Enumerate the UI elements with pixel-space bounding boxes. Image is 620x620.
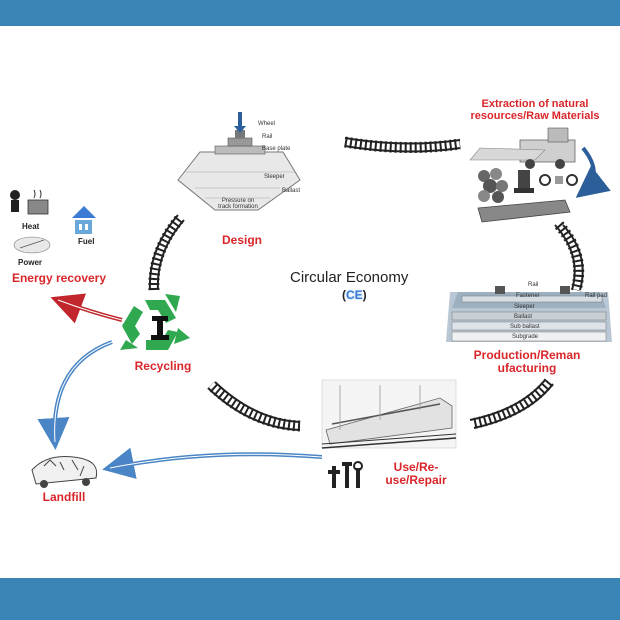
tools-icon bbox=[328, 461, 363, 488]
gravel-pile bbox=[478, 168, 508, 203]
design-label-sleeper: Sleeper bbox=[264, 174, 285, 180]
extraction-label-line1: Extraction of natural bbox=[481, 98, 589, 110]
extraction-illustration bbox=[469, 127, 578, 223]
track-production-to-use bbox=[469, 378, 554, 430]
use-label-line1: Use/Re- bbox=[393, 460, 439, 474]
use-label: Use/Re- use/Repair bbox=[376, 460, 456, 488]
design-label-wheel: Wheel bbox=[258, 121, 276, 127]
recycling-icon bbox=[120, 294, 190, 350]
production-label-sleeper: Sleeper bbox=[514, 304, 535, 310]
design-illustration bbox=[177, 112, 301, 211]
production-label-subballast: Sub ballast bbox=[510, 324, 540, 330]
production-label-fastener: Fastener bbox=[516, 293, 540, 299]
energy-power-label: Power bbox=[18, 258, 43, 267]
arrow-use-to-landfill bbox=[102, 447, 323, 479]
design-label-baseplate: Base plate bbox=[262, 146, 291, 152]
top-banner bbox=[0, 0, 620, 26]
landfill-icon bbox=[31, 456, 98, 488]
extraction-label: Extraction of natural resources/Raw Mate… bbox=[450, 98, 620, 122]
production-illustration bbox=[446, 286, 612, 342]
production-label-ballast: Ballast bbox=[514, 314, 533, 320]
track-design-to-extraction bbox=[344, 136, 461, 154]
design-label-pressure: Pressure on track formation bbox=[218, 198, 258, 210]
energy-fuel-label: Fuel bbox=[78, 237, 95, 246]
landfill-label: Landfill bbox=[42, 490, 86, 504]
energy-icons bbox=[10, 189, 96, 254]
train-illustration bbox=[321, 379, 457, 449]
arrow-recycling-to-landfill bbox=[37, 340, 113, 450]
track-recycling-to-design bbox=[148, 213, 186, 291]
production-label-railpad: Rail pad bbox=[585, 293, 608, 299]
track-extraction-to-production bbox=[554, 221, 585, 292]
center-abbreviation: (CE) bbox=[342, 288, 367, 302]
production-label: Production/Reman ufacturing bbox=[462, 348, 592, 376]
production-label-line2: ufacturing bbox=[497, 361, 557, 376]
extraction-label-line2: resources/Raw Materials bbox=[470, 110, 600, 123]
energy-recovery-label: Energy recovery bbox=[11, 271, 107, 285]
production-label-rail: Rail bbox=[528, 282, 539, 288]
design-label-rail: Rail bbox=[262, 134, 273, 140]
recycling-label: Recycling bbox=[134, 359, 192, 373]
ce-open-paren: ( bbox=[342, 288, 346, 302]
design-label: Design bbox=[221, 233, 262, 247]
design-label-ballast: Ballast bbox=[282, 188, 301, 194]
energy-heat-label: Heat bbox=[22, 222, 40, 231]
track-use-to-recycling bbox=[207, 380, 301, 432]
center-title: Circular Economy bbox=[290, 269, 409, 286]
production-label-line1: Production/Reman bbox=[473, 348, 581, 362]
arrow-extraction-cycle bbox=[575, 146, 611, 198]
production-label-subgrade: Subgrade bbox=[512, 334, 539, 340]
ce-abbr: CE bbox=[346, 288, 363, 302]
use-label-line2: use/Repair bbox=[385, 473, 447, 488]
bottom-banner bbox=[0, 578, 620, 620]
ce-close-paren: ) bbox=[362, 288, 367, 302]
